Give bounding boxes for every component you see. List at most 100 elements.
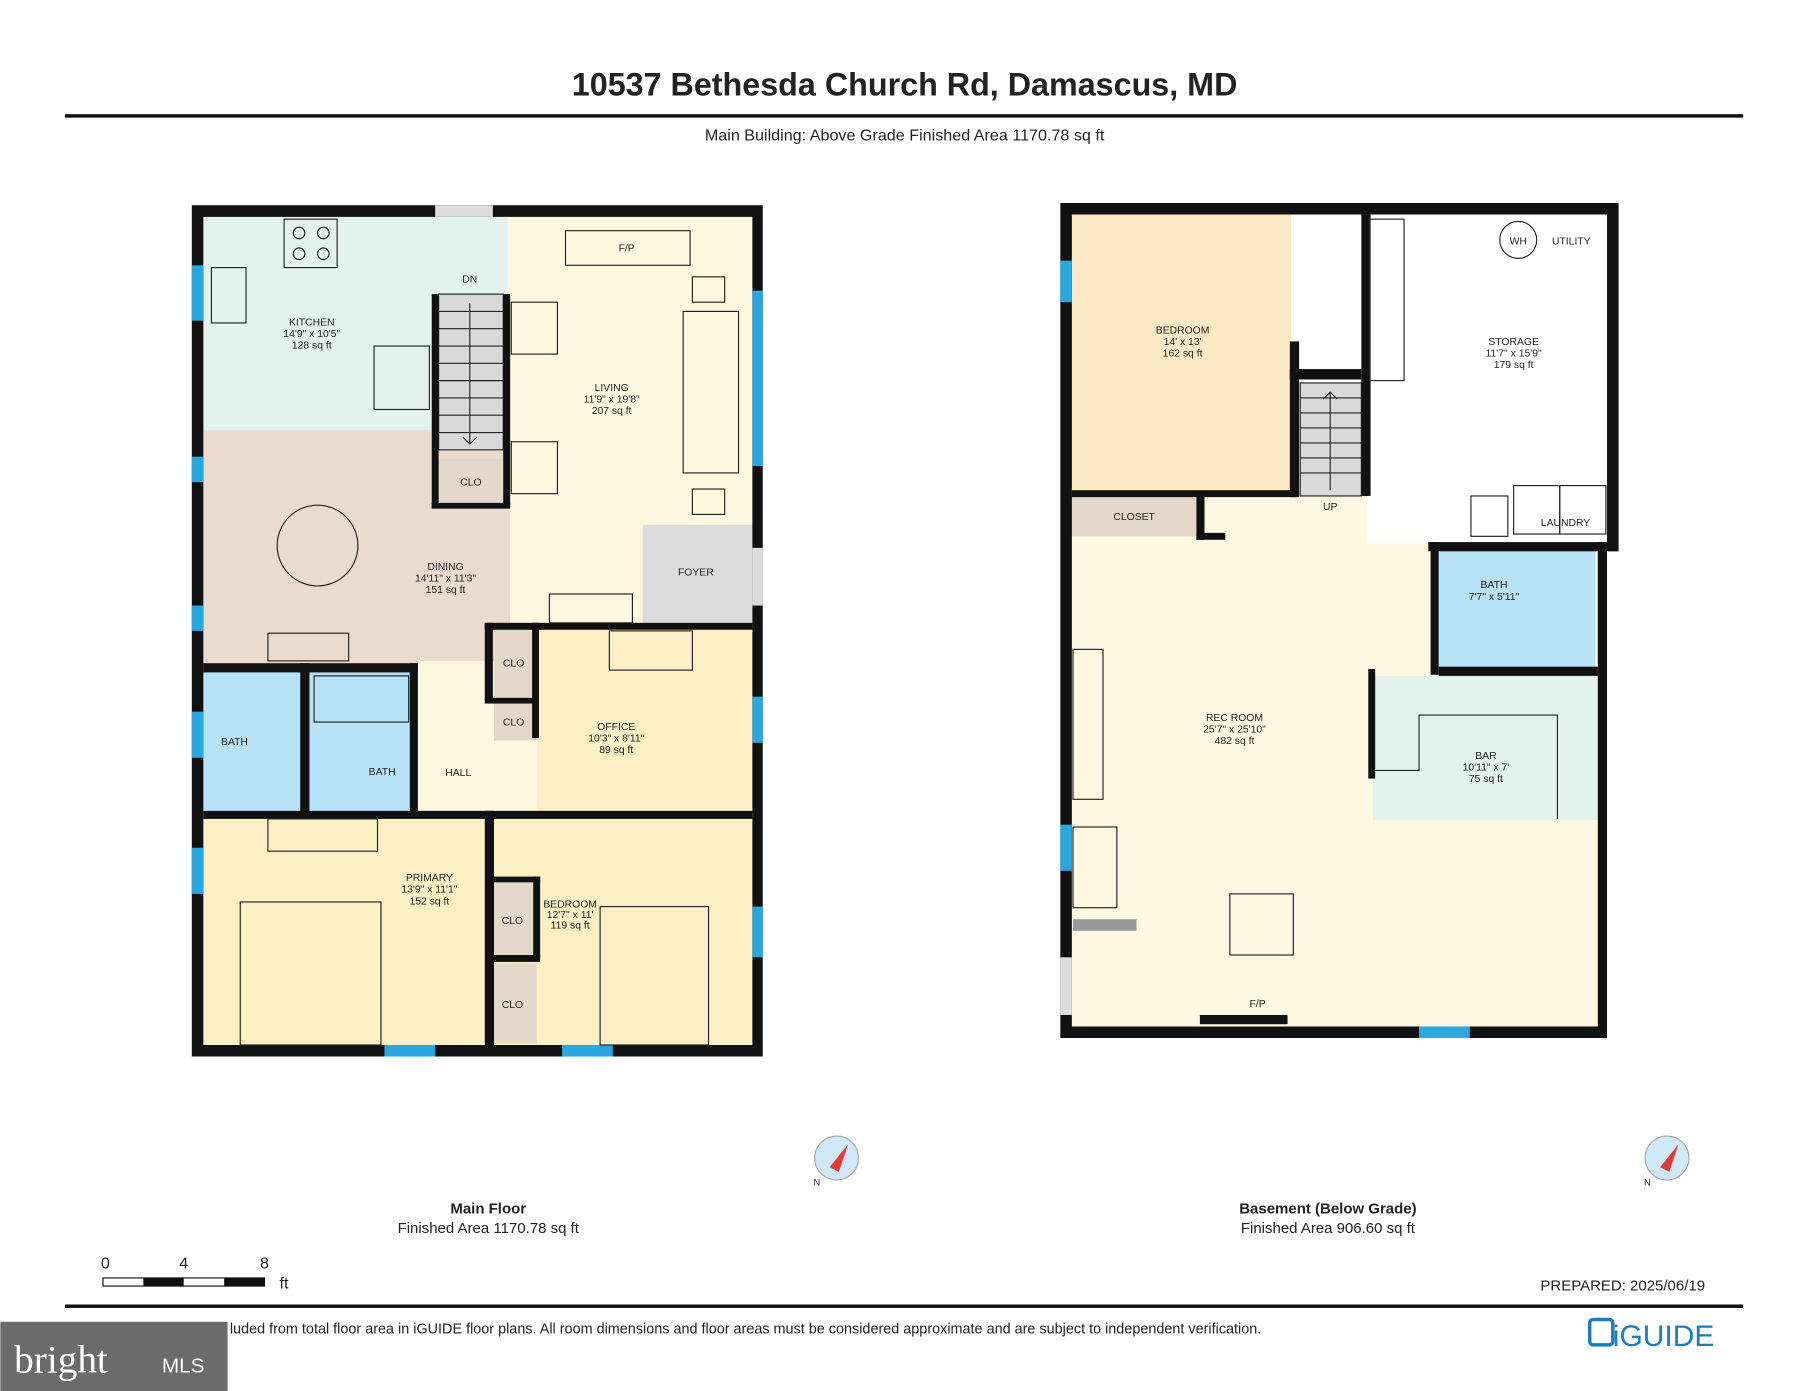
svg-text:STORAGE: STORAGE	[1488, 337, 1539, 348]
svg-text:152 sq ft: 152 sq ft	[410, 896, 450, 907]
fireplace	[564, 230, 691, 266]
basement-area: Finished Area 906.60 sq ft	[1241, 1220, 1416, 1237]
svg-text:162 sq ft: 162 sq ft	[1163, 348, 1203, 359]
hall-label: HALL	[445, 768, 471, 779]
svg-text:DINING: DINING	[427, 562, 463, 573]
window	[191, 847, 204, 894]
room-storage	[1367, 214, 1610, 544]
sideboard	[267, 632, 350, 662]
closet-label: CLO	[502, 1000, 523, 1011]
svg-text:bright: bright	[14, 1339, 108, 1382]
window	[562, 1044, 613, 1057]
compass-icon: N	[1644, 1135, 1690, 1188]
fireplace-label: F/P	[619, 243, 635, 254]
kitchen-island	[373, 345, 430, 411]
room-bedroom	[1071, 214, 1292, 492]
page-title: 10537 Bethesda Church Rd, Damascus, MD	[572, 67, 1238, 103]
room-foyer	[642, 524, 753, 623]
compass-icon: N	[813, 1135, 860, 1188]
tv-console	[1072, 648, 1104, 800]
closet-label: CLO	[460, 478, 481, 489]
svg-text:MLS: MLS	[162, 1355, 205, 1378]
svg-text:LIVING: LIVING	[595, 383, 629, 394]
bath-label: BATH	[369, 767, 396, 778]
room-bar	[1372, 675, 1598, 821]
water-heater-label: WH	[1510, 237, 1527, 248]
window	[752, 906, 763, 958]
svg-text:89 sq ft: 89 sq ft	[599, 745, 633, 756]
svg-text:ft: ft	[279, 1274, 288, 1292]
kitchen-range	[283, 218, 338, 269]
svg-text:BEDROOM: BEDROOM	[543, 900, 597, 911]
svg-text:BAR: BAR	[1475, 751, 1497, 762]
header-rule	[64, 114, 1744, 118]
room-bath-2	[309, 672, 416, 814]
closet	[494, 963, 537, 1044]
foyer-label: FOYER	[678, 568, 714, 579]
iguide-logo: iGUIDE	[1588, 1317, 1715, 1353]
water-heater	[1499, 220, 1538, 259]
svg-text:7'7" x 5'11": 7'7" x 5'11"	[1469, 592, 1520, 603]
bed	[599, 905, 710, 1046]
prepared-date: PREPARED: 2025/06/19	[1540, 1278, 1705, 1295]
scale-bar: 0 4 8 ft	[101, 1255, 289, 1293]
fireplace	[1199, 1014, 1288, 1025]
closet	[494, 703, 537, 741]
chair	[510, 441, 559, 495]
window	[752, 290, 763, 466]
window	[191, 711, 204, 758]
utility-label: UTILITY	[1552, 237, 1591, 248]
svg-text:12'7" x 11': 12'7" x 11'	[547, 910, 594, 921]
room-office	[536, 628, 753, 814]
window	[752, 696, 763, 743]
closet	[494, 628, 537, 698]
window	[1419, 1026, 1470, 1039]
bed	[239, 901, 382, 1046]
svg-text:4: 4	[179, 1255, 188, 1273]
closet-label: CLO	[503, 659, 524, 670]
console	[548, 593, 633, 624]
main-floor-title: Main Floor	[450, 1200, 526, 1217]
svg-text:119 sq ft: 119 sq ft	[551, 920, 590, 931]
staircase	[1299, 382, 1362, 497]
dresser	[267, 818, 379, 852]
svg-text:iGUIDE: iGUIDE	[1613, 1320, 1715, 1353]
svg-text:75 sq ft: 75 sq ft	[1469, 774, 1503, 785]
svg-text:REC ROOM: REC ROOM	[1206, 713, 1263, 724]
svg-text:179 sq ft: 179 sq ft	[1494, 360, 1534, 371]
svg-text:11'9" x 19'8": 11'9" x 19'8"	[584, 395, 640, 406]
closet-label: CLO	[503, 717, 524, 728]
sofa	[682, 310, 740, 474]
stairs-up-label: UP	[1323, 502, 1337, 513]
footer-rule	[64, 1304, 1744, 1308]
shelf	[1073, 919, 1137, 931]
door[interactable]	[752, 547, 763, 606]
svg-text:OFFICE: OFFICE	[597, 722, 635, 733]
basement-title: Basement (Below Grade)	[1239, 1200, 1416, 1217]
svg-text:14'9" x 10'5": 14'9" x 10'5"	[283, 329, 340, 340]
room-closet	[1071, 495, 1197, 537]
staircase	[438, 293, 504, 451]
bright-mls-watermark: bright MLS	[0, 1321, 228, 1391]
stairs-down-label: DN	[462, 275, 477, 286]
door[interactable]	[1060, 957, 1072, 1015]
door[interactable]	[435, 205, 493, 217]
bar-counter	[1375, 714, 1559, 819]
disclaimer: luded from total floor area in iGUIDE fl…	[230, 1321, 1261, 1337]
desk	[608, 630, 693, 671]
svg-text:8: 8	[260, 1255, 269, 1273]
fireplace-label: F/P	[1249, 999, 1265, 1010]
closet-label: CLOSET	[1113, 512, 1155, 523]
utility-sink	[1470, 495, 1509, 537]
